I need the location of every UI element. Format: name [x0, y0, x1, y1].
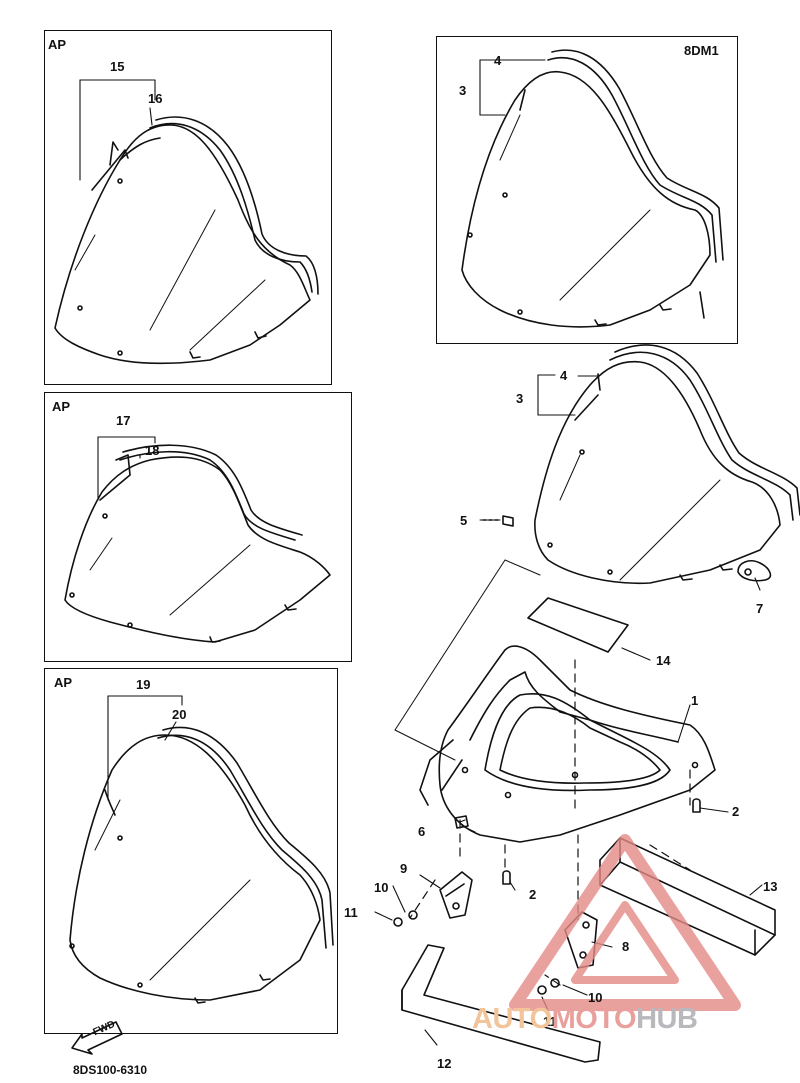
- callout-12: 12: [437, 1056, 452, 1071]
- inset-2-tag: AP: [52, 399, 71, 414]
- callout-4: 4: [560, 368, 568, 383]
- part-10-washer-a: [408, 910, 418, 920]
- callout-11b: 11: [543, 1014, 557, 1029]
- callout-6: 6: [418, 824, 426, 839]
- watermark-hub: HUB: [636, 1003, 698, 1035]
- inset-2-part-label: 18: [145, 443, 160, 458]
- part-7-clip: [737, 560, 772, 582]
- inset-1-part-label: 16: [148, 91, 163, 106]
- inset-4-tag: 8DM1: [684, 43, 719, 58]
- callout-14: 14: [656, 653, 671, 668]
- inset-frame-1: [44, 30, 332, 385]
- part-2-screw-b: [502, 870, 511, 885]
- inset-frame-3: [44, 668, 338, 1034]
- inset-frame-4: [436, 36, 738, 344]
- inset-3-tag: AP: [54, 675, 73, 690]
- callout-9: 9: [400, 861, 408, 876]
- callout-3: 3: [516, 391, 524, 406]
- callout-8: 8: [622, 939, 630, 954]
- inset-2-group-label: 17: [116, 413, 131, 428]
- part-1-cowl: [419, 645, 716, 843]
- callout-7: 7: [756, 601, 764, 616]
- part-12-frame: [401, 944, 601, 1063]
- part-11-nut-b: [537, 985, 547, 995]
- callout-2b: 2: [529, 887, 537, 902]
- inset-4-part-label: 4: [494, 53, 502, 68]
- inset-1-windshield: [54, 116, 319, 365]
- part-9-bracket: [439, 871, 473, 919]
- part-2-screw-a: [692, 798, 701, 813]
- callout-11a: 11: [344, 905, 358, 920]
- inset-3-part-label: 20: [172, 707, 187, 722]
- callout-10b: 10: [588, 990, 603, 1005]
- part-11-nut-a: [393, 917, 403, 927]
- part-6-bolt: [454, 815, 469, 829]
- part-5-bolt: [482, 515, 514, 527]
- inset-4-group-label: 3: [459, 83, 467, 98]
- callout-5: 5: [460, 513, 468, 528]
- callout-2a: 2: [732, 804, 740, 819]
- inset-1-group-label: 15: [110, 59, 125, 74]
- watermark-auto: AUTO: [472, 1003, 552, 1035]
- inset-4-windshield: [461, 49, 724, 328]
- fwd-arrow-icon: [71, 1021, 123, 1055]
- watermark-text: AUTOMOTOHUB: [472, 1003, 698, 1036]
- callout-10a: 10: [374, 880, 389, 895]
- inset-3-group-label: 19: [136, 677, 151, 692]
- callout-13: 13: [763, 879, 778, 894]
- inset-3-windshield: [69, 726, 334, 1004]
- figure-code: 8DS100-6310: [73, 1063, 148, 1077]
- inset-1-tag: AP: [48, 37, 67, 52]
- inset-frame-2: [44, 392, 352, 662]
- inset-2-windshield: [64, 444, 331, 643]
- watermark-moto: MOTO: [551, 1003, 637, 1035]
- watermark-logo-icon: [509, 834, 741, 1011]
- callout-1: 1: [691, 693, 699, 708]
- part-14-panel: [527, 597, 629, 653]
- main-windshield: [534, 344, 800, 585]
- part-10-washer-b: [550, 978, 560, 988]
